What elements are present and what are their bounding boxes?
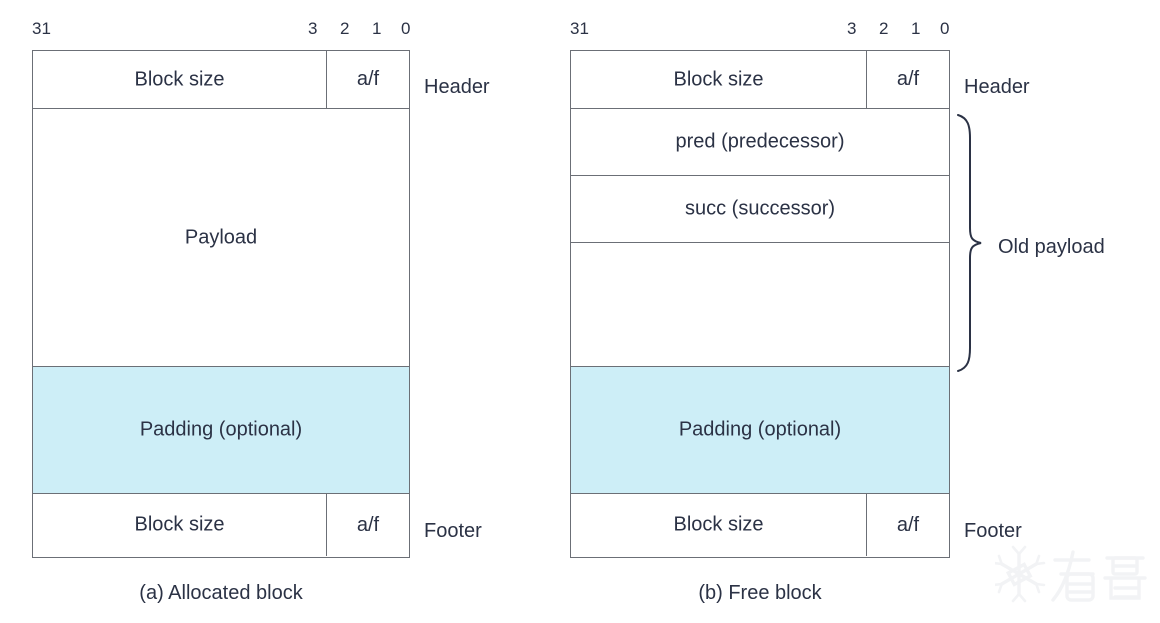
free-footer-flag-cell: a/f [866, 494, 949, 556]
allocated-header-size-label: Block size [134, 68, 225, 91]
allocated-payload-row: Payload [33, 109, 409, 368]
allocated-footer-row: Block size a/f [33, 494, 409, 556]
allocated-block-caption: (a) Allocated block [139, 582, 303, 604]
bit-label-left-2: 2 [340, 19, 350, 38]
free-succ-label: succ (successor) [684, 197, 836, 220]
allocated-footer-size-label: Block size [134, 513, 225, 536]
bit-label-left-31: 31 [32, 19, 51, 38]
bit-label-left-3: 3 [308, 19, 318, 38]
kanxue-watermark [995, 545, 1147, 603]
free-header-flag-cell: a/f [866, 51, 949, 108]
bit-label-left-1: 1 [372, 19, 382, 38]
free-pred-row: pred (predecessor) [571, 109, 949, 177]
bit-label-right-0: 0 [940, 19, 950, 38]
free-empty-row [571, 243, 949, 368]
free-footer-row: Block size a/f [571, 494, 949, 556]
free-pred-label: pred (predecessor) [675, 130, 845, 153]
free-block-caption: (b) Free block [698, 582, 822, 604]
free-succ-row: succ (successor) [571, 176, 949, 244]
free-padding-row: Padding (optional) [571, 367, 949, 495]
free-block-diagram: Block size a/f pred (predecessor) succ (… [570, 50, 950, 558]
allocated-block-diagram: Block size a/f Payload Padding (optional… [32, 50, 410, 558]
allocated-header-annotation: Header [424, 76, 490, 98]
bit-label-right-3: 3 [847, 19, 857, 38]
allocated-footer-annotation: Footer [424, 520, 482, 542]
free-footer-annotation: Footer [964, 520, 1022, 542]
free-header-size-label: Block size [673, 68, 764, 91]
bit-label-right-1: 1 [911, 19, 921, 38]
free-footer-size-label: Block size [673, 513, 764, 536]
bit-label-right-31: 31 [570, 19, 589, 38]
allocated-header-flag-cell: a/f [326, 51, 409, 108]
free-header-annotation: Header [964, 76, 1030, 98]
allocated-padding-label: Padding (optional) [139, 418, 303, 441]
bit-label-left-0: 0 [401, 19, 411, 38]
old-payload-brace [957, 114, 982, 372]
allocated-payload-label: Payload [184, 226, 258, 249]
bit-label-right-2: 2 [879, 19, 889, 38]
free-padding-label: Padding (optional) [678, 418, 842, 441]
free-header-row: Block size a/f [571, 51, 949, 110]
allocated-header-row: Block size a/f [33, 51, 409, 110]
allocated-footer-flag-cell: a/f [326, 494, 409, 556]
allocated-padding-row: Padding (optional) [33, 367, 409, 495]
old-payload-annotation: Old payload [998, 236, 1105, 258]
